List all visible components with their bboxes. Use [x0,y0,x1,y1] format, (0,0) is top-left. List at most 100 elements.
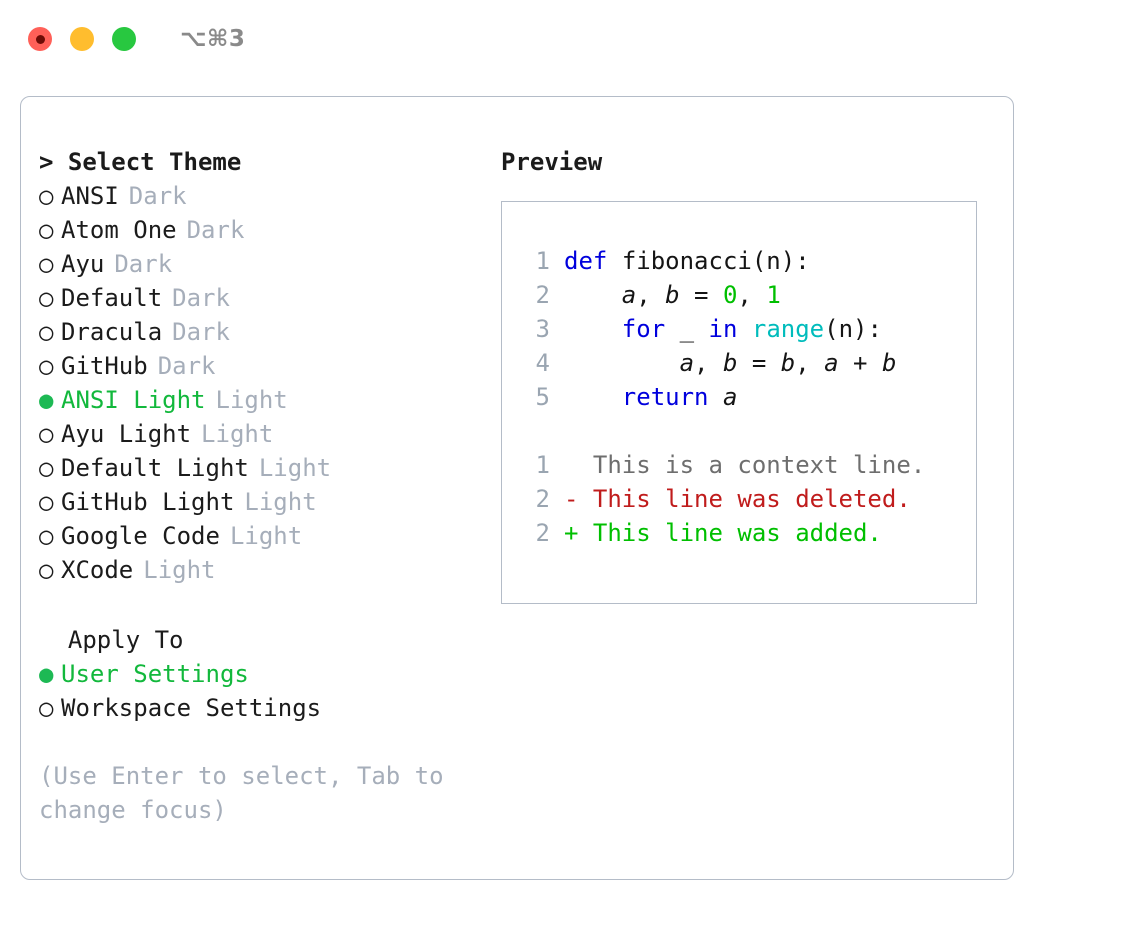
theme-variant-badge: Dark [172,318,230,346]
code-token-var: a [722,383,738,411]
apply-option-label: Workspace Settings [61,694,322,722]
code-token-var: b [881,349,897,377]
radio-unselected-icon: ○ [39,454,54,482]
diff-line-add: 2+ This line was added. [516,516,976,550]
code-line-text: for _ in range(n): [564,312,882,346]
theme-option-label: XCode [61,556,134,584]
theme-variant-badge: Dark [114,250,173,278]
theme-option-ansi[interactable]: ○ANSI Dark [39,179,487,213]
apply-to-heading: Apply To [39,626,184,654]
code-token-kw: return [621,383,709,411]
radio-unselected-icon: ○ [39,250,54,278]
diff-line-text: This is a context line. [564,451,926,479]
theme-option-label: Default [61,284,163,312]
theme-variant-badge: Dark [172,284,230,312]
code-token-plain [607,247,621,275]
code-token-plain: , [636,281,666,309]
code-line-text: a, b = 0, 1 [564,278,781,312]
code-token-kw: for [621,315,666,343]
line-number: 3 [535,315,550,343]
theme-option-label: Dracula [61,318,163,346]
theme-option-label: Atom One [61,216,177,244]
code-token-var: a [621,281,637,309]
theme-variant-badge: Light [143,556,216,584]
radio-unselected-icon: ○ [39,488,54,516]
line-number: 2 [535,281,550,309]
theme-option-ayu[interactable]: ○Ayu Dark [39,247,487,281]
radio-unselected-icon: ○ [39,352,54,380]
theme-option-ansi-light[interactable]: ●ANSI Light Light [39,383,487,417]
theme-option-label: ANSI Light [61,386,206,414]
recording-dot-icon [35,34,45,44]
maximize-button-icon[interactable] [112,27,136,51]
code-token-plain [564,281,622,309]
radio-selected-icon: ● [39,386,54,414]
keyboard-hint-text: (Use Enter to select, Tab to change focu… [39,762,444,824]
code-line-text: def fibonacci(n): [564,244,810,278]
theme-variant-badge: Dark [128,182,187,210]
theme-option-label: Ayu Light [61,420,192,448]
diff-line-ctx: 1 This is a context line. [516,448,976,482]
code-spacer [516,414,976,448]
theme-option-label: Ayu [61,250,105,278]
code-token-num: 0 [722,281,738,309]
radio-unselected-icon: ○ [39,182,54,210]
code-token-kw: in [708,315,738,343]
code-line: 1 def fibonacci(n): [516,244,976,278]
theme-variant-badge: Light [258,454,332,482]
line-number: 1 [535,247,550,275]
code-token-plain: _ [665,315,709,343]
radio-selected-icon: ● [39,660,54,688]
code-token-var: a [824,349,839,377]
code-token-kw: def [564,247,608,275]
apply-option-workspace-settings[interactable]: ○Workspace Settings [39,691,487,725]
code-token-var: b [780,349,796,377]
apply-option-label: User Settings [61,660,249,688]
theme-variant-badge: Light [201,420,274,448]
code-token-plain: (n): [824,315,882,343]
radio-unselected-icon: ○ [39,556,54,584]
theme-variant-badge: Dark [186,216,245,244]
preview-heading: Preview [501,148,603,176]
code-line-text: return a [564,380,738,414]
apply-to-block: Apply To ●User Settings○Workspace Settin… [39,623,487,725]
title-bar: ⌥⌘3 [0,0,1140,78]
line-number: 5 [535,383,550,411]
line-number: 4 [535,349,550,377]
code-token-plain: , [795,349,825,377]
close-button-icon[interactable] [28,27,52,51]
diff-line-del: 2- This line was deleted. [516,482,976,516]
line-number: 2 [535,485,550,513]
apply-option-user-settings[interactable]: ●User Settings [39,657,487,691]
theme-option-label: Google Code [61,522,220,550]
code-token-var: a [679,349,695,377]
radio-unselected-icon: ○ [39,694,54,722]
minimize-button-icon[interactable] [70,27,94,51]
code-token-plain: = [679,281,723,309]
select-theme-heading: > Select Theme [39,148,242,176]
theme-option-label: ANSI [61,182,119,210]
theme-variant-badge: Dark [157,352,216,380]
code-token-plain: = [737,349,781,377]
code-line: 2 a, b = 0, 1 [516,278,976,312]
code-token-plain [737,315,751,343]
code-token-plain [709,383,723,411]
code-token-var: b [665,281,680,309]
code-token-plain [564,383,622,411]
theme-option-xcode[interactable]: ○XCode Light [39,553,487,587]
theme-variant-badge: Light [215,386,288,414]
apply-to-option-list[interactable]: ●User Settings○Workspace Settings [39,657,487,725]
